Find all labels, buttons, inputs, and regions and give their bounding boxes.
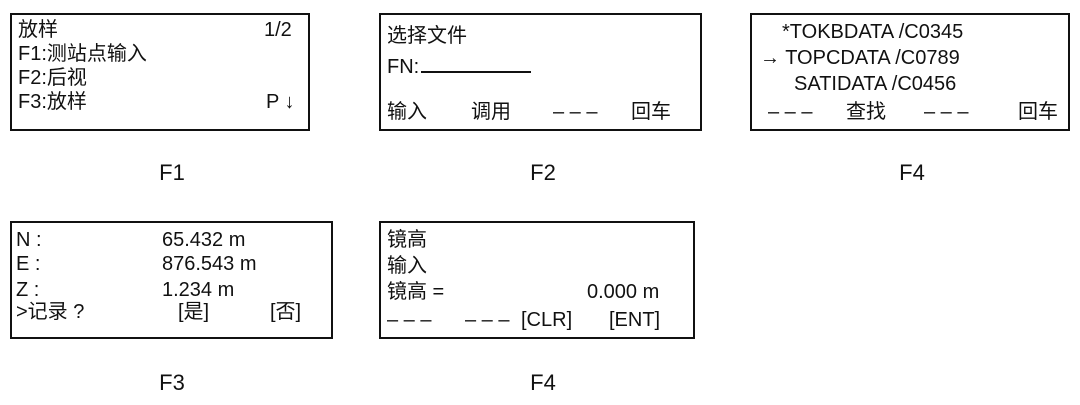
softkey-empty[interactable]: – – – <box>924 101 969 123</box>
caption-screen-2: F2 <box>530 160 556 185</box>
screen-coordinates: N : 65.432 m E : 876.543 m Z : 1.234 m >… <box>10 221 333 339</box>
east-label: E : <box>16 253 41 275</box>
yes-button[interactable]: [是] <box>178 301 210 323</box>
file-list-item[interactable]: *TOKBDATA /C0345 <box>782 21 964 43</box>
softkey-empty[interactable]: – – – <box>768 101 813 123</box>
softkey-enter[interactable]: 回车 <box>631 101 671 123</box>
menu-item-backsight[interactable]: F2:后视 <box>18 67 87 89</box>
filename-input[interactable] <box>421 53 532 73</box>
caption-screen-5: F4 <box>530 370 556 395</box>
filename-label: FN: <box>387 56 420 78</box>
north-value: 65.432 m <box>162 229 246 251</box>
caption-screen-1: F1 <box>159 160 185 185</box>
screen-title: 选择文件 <box>387 25 467 47</box>
filename-field[interactable]: FN: <box>387 53 532 79</box>
menu-item-station-input[interactable]: F1:测站点输入 <box>18 43 147 65</box>
screen-title: 镜高 <box>387 229 427 251</box>
north-label: N : <box>16 229 42 251</box>
softkey-search[interactable]: 查找 <box>846 101 886 123</box>
file-list-item[interactable]: SATIDATA /C0456 <box>794 73 957 95</box>
softkey-empty[interactable]: – – – <box>387 309 432 331</box>
screen-file-list: *TOKBDATA /C0345 → TOPCDATA /C0789 SATID… <box>750 13 1070 131</box>
screen-stakeout-menu: 放样 1/2 F1:测站点输入 F2:后视 F3:放样 P ↓ <box>10 13 310 131</box>
caption-screen-4: F3 <box>159 370 185 395</box>
softkey-recall[interactable]: 调用 <box>471 101 511 123</box>
screen-subtitle: 输入 <box>387 255 427 277</box>
page-indicator: 1/2 <box>264 19 292 41</box>
caption-screen-3: F4 <box>899 160 925 185</box>
softkey-empty[interactable]: – – – <box>553 101 598 123</box>
softkey-enter[interactable]: 回车 <box>1018 101 1058 123</box>
no-button[interactable]: [否] <box>270 301 302 323</box>
target-height-label: 镜高 = <box>387 281 445 303</box>
screen-select-file: 选择文件 FN: 输入 调用 – – – 回车 <box>379 13 702 131</box>
screen-title: 放样 <box>18 19 58 41</box>
softkey-input[interactable]: 输入 <box>387 101 427 123</box>
softkey-empty[interactable]: – – – <box>465 309 510 331</box>
screen-target-height: 镜高 输入 镜高 = 0.000 m – – – – – – [CLR] [EN… <box>379 221 695 339</box>
record-prompt: >记录 ? <box>16 301 85 323</box>
clear-button[interactable]: [CLR] <box>521 309 573 331</box>
file-list-item-selected[interactable]: → TOPCDATA /C0789 <box>760 47 960 69</box>
east-value: 876.543 m <box>162 253 257 275</box>
enter-button[interactable]: [ENT] <box>609 309 661 331</box>
target-height-input[interactable]: 0.000 m <box>587 281 660 303</box>
elevation-value: 1.234 m <box>162 279 235 301</box>
elevation-label: Z : <box>16 279 40 301</box>
menu-item-stakeout[interactable]: F3:放样 <box>18 91 87 113</box>
next-page-indicator[interactable]: P ↓ <box>266 91 295 113</box>
